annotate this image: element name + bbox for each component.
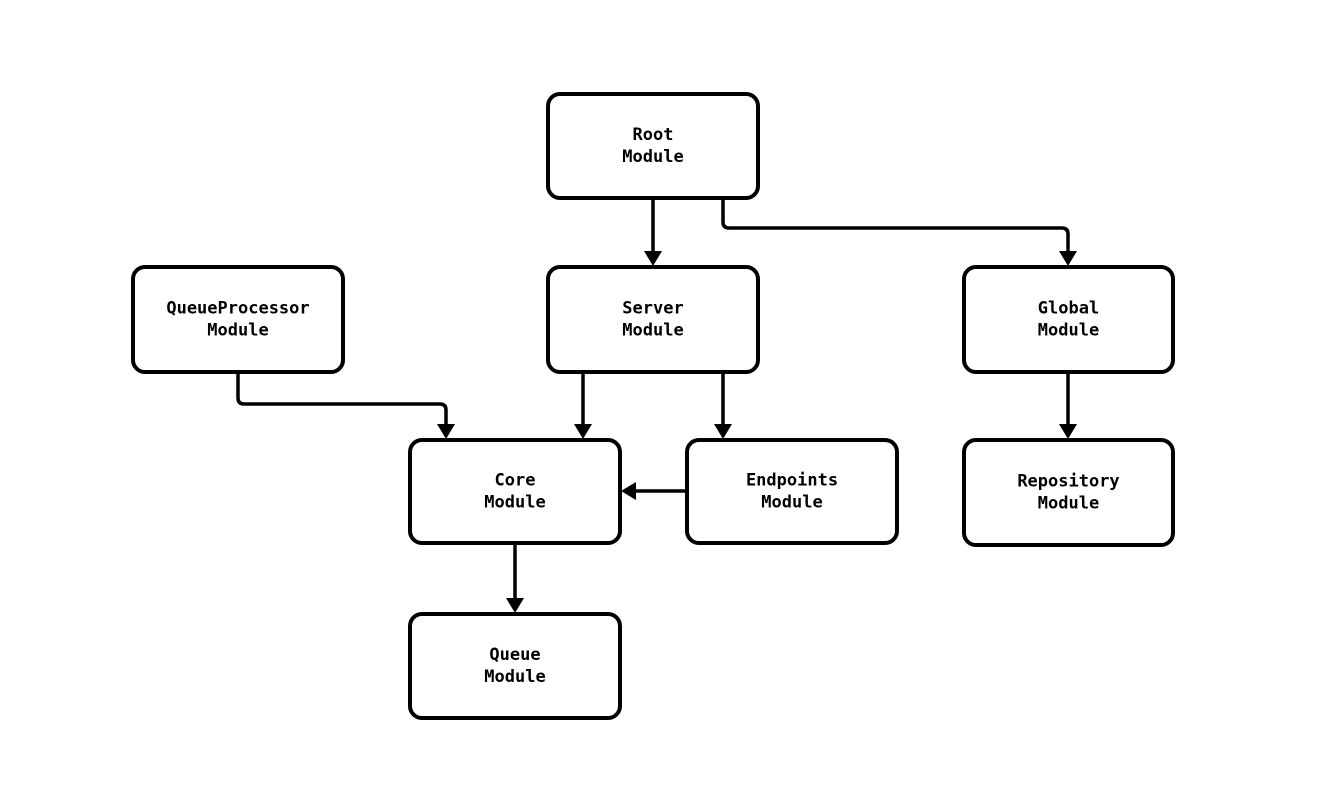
arrowhead-icon — [506, 598, 524, 613]
node-box[interactable] — [131, 265, 345, 374]
node-label-primary: Server — [622, 299, 683, 319]
node-label-secondary: Module — [622, 321, 683, 341]
nodes-layer: RootModuleQueueProcessorModuleServerModu… — [131, 92, 1175, 720]
node-label-secondary: Module — [207, 321, 268, 341]
node-label-primary: Global — [1038, 299, 1099, 319]
edge-server-core — [574, 372, 592, 439]
node-label-primary: Endpoints — [746, 471, 838, 491]
edge-global-repository — [1059, 372, 1077, 439]
node-label-primary: Root — [633, 125, 674, 145]
arrowhead-icon — [714, 424, 732, 439]
edge-root-server — [644, 198, 662, 266]
node-box[interactable] — [962, 438, 1175, 547]
arrowhead-icon — [1059, 424, 1077, 439]
edge-root-global — [721, 198, 1077, 266]
node-label-secondary: Module — [484, 667, 545, 687]
node-label-secondary: Module — [622, 147, 683, 167]
arrowhead-icon — [437, 424, 455, 439]
edges-layer — [236, 198, 1077, 613]
node-box[interactable] — [546, 92, 760, 200]
node-label-primary: Repository — [1017, 472, 1119, 492]
edge-endpoints-core — [621, 482, 687, 500]
node-label-primary: Core — [495, 471, 536, 491]
node-box[interactable] — [546, 265, 760, 374]
edge-line — [721, 198, 1070, 252]
node-label-secondary: Module — [1038, 494, 1099, 514]
node-box[interactable] — [962, 265, 1175, 374]
edge-server-endpoints — [714, 372, 732, 439]
arrowhead-icon — [644, 251, 662, 266]
arrowhead-icon — [574, 424, 592, 439]
arrowhead-icon — [1059, 251, 1077, 266]
arrowhead-icon — [621, 482, 636, 500]
node-box[interactable] — [408, 438, 622, 545]
node-label-secondary: Module — [1038, 321, 1099, 341]
edge-queueprocessor-core — [236, 372, 455, 439]
node-label-primary: QueueProcessor — [166, 299, 309, 319]
node-label-secondary: Module — [761, 493, 822, 513]
node-label-secondary: Module — [484, 493, 545, 513]
node-box[interactable] — [408, 612, 622, 720]
node-box[interactable] — [685, 438, 899, 545]
edge-line — [236, 372, 448, 425]
node-label-primary: Queue — [489, 645, 540, 665]
edge-core-queue — [506, 543, 524, 613]
